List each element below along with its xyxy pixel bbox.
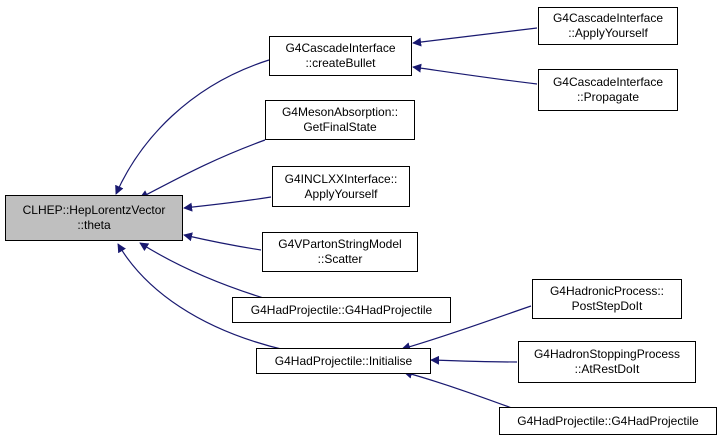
node-cascade-create-bullet[interactable]: G4CascadeInterface ::createBullet [269, 36, 412, 76]
edge-cascade-propagate-to-create-bullet [412, 63, 538, 85]
node-meson-absorption[interactable]: G4MesonAbsorption:: GetFinalState [265, 100, 415, 140]
node-had-projectile-initialise[interactable]: G4HadProjectile::Initialise [256, 348, 431, 374]
node-inclxx-interface[interactable]: G4INCLXXInterface:: ApplyYourself [272, 166, 410, 207]
node-label-line1: G4CascadeInterface [552, 75, 664, 89]
node-label-line1: G4MesonAbsorption:: [281, 105, 399, 119]
edge-initialise-to-root [117, 243, 286, 351]
edge-inclxx-to-root [183, 196, 272, 212]
node-label-line1: G4CascadeInterface [552, 11, 664, 25]
node-hadron-stopping-process[interactable]: G4HadronStoppingProcess ::AtRestDoIt [518, 341, 696, 383]
node-had-projectile-ctor-2[interactable]: G4HadProjectile::G4HadProjectile [499, 407, 717, 435]
edge-parton-string-to-root [183, 232, 262, 251]
edge-meson-absorption-to-root [139, 139, 266, 199]
edge-hadronic-process-to-initialise [401, 305, 532, 352]
node-hep-lorentz-vector-theta: CLHEP::HepLorentzVector ::theta [5, 195, 183, 241]
node-label-line2: ::Propagate [576, 90, 640, 104]
node-label-line2: ::ApplyYourself [568, 26, 648, 40]
edge-cascade-apply-to-create-bullet [412, 27, 538, 47]
edge-hadron-stopping-to-initialise [430, 355, 518, 365]
node-label-line1: G4HadProjectile::G4HadProjectile [517, 413, 699, 428]
node-cascade-apply-yourself[interactable]: G4CascadeInterface ::ApplyYourself [538, 7, 678, 45]
edge-had-projectile-ctor-to-root [139, 242, 271, 301]
node-label-line1: G4VPartonStringModel [278, 237, 402, 251]
node-label-line2: GetFinalState [303, 120, 377, 134]
node-label-line1: CLHEP::HepLorentzVector [22, 203, 166, 217]
node-hadronic-process[interactable]: G4HadronicProcess:: PostStepDoIt [532, 279, 682, 319]
node-cascade-propagate[interactable]: G4CascadeInterface ::Propagate [538, 69, 678, 111]
node-label-line1: G4HadronicProcess:: [549, 284, 665, 298]
node-label-line1: G4HadProjectile::G4HadProjectile [250, 302, 433, 317]
node-label-line2: ::AtRestDoIt [574, 362, 640, 376]
node-label-line1: G4HadProjectile::Initialise [274, 353, 413, 368]
node-label-line1: G4HadronStoppingProcess [533, 347, 681, 361]
node-had-projectile-ctor[interactable]: G4HadProjectile::G4HadProjectile [232, 297, 451, 323]
node-label-line1: G4INCLXXInterface:: [284, 171, 398, 186]
edge-create-bullet-to-root [115, 59, 270, 195]
node-label-line2: ::Scatter [317, 252, 363, 266]
node-label-line2: ApplyYourself [304, 186, 378, 201]
node-label-line2: ::theta [77, 218, 111, 232]
node-label-line1: G4CascadeInterface [285, 41, 396, 55]
node-parton-string-model[interactable]: G4VPartonStringModel ::Scatter [262, 232, 418, 272]
node-label-line2: ::createBullet [305, 56, 376, 70]
node-label-line2: PostStepDoIt [571, 299, 643, 313]
